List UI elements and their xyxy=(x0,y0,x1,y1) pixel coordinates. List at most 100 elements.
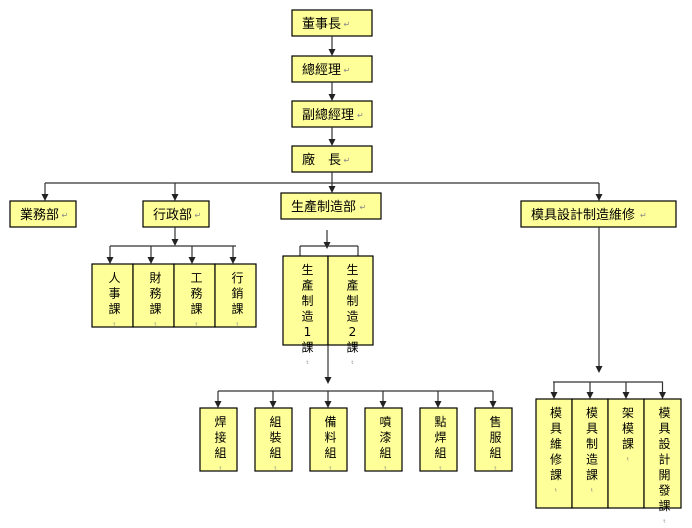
paragraph-mark: ₜ xyxy=(329,463,331,472)
arrow-down-icon xyxy=(379,401,387,408)
group-after-sales-label: 售服組 xyxy=(489,414,501,460)
arrow-down-icon xyxy=(489,401,497,408)
group-painting[interactable]: 噴漆組 ₜ xyxy=(364,407,403,472)
dept-admin[interactable]: 行政部↵ xyxy=(142,200,210,228)
group-after-sales[interactable]: 售服組 ₜ xyxy=(474,407,513,472)
node-chairman-label: 董事長 xyxy=(302,17,341,32)
arrow-down-icon xyxy=(106,257,114,264)
node-chairman[interactable]: 董事長↵ xyxy=(291,9,373,37)
paragraph-mark: ₜ xyxy=(195,319,197,328)
dept-mold-label: 模具設計制造維修 xyxy=(531,207,635,223)
return-mark: ↵ xyxy=(640,211,647,220)
section-hr-box xyxy=(91,263,134,328)
node-deputy-general-manager[interactable]: 副總經理↵ xyxy=(291,100,373,128)
section-hr-label: 人事課 xyxy=(108,271,120,316)
group-painting-box xyxy=(364,407,403,472)
arrow-down-icon xyxy=(328,139,336,146)
arrow-down-icon xyxy=(328,186,336,193)
return-mark: ↵ xyxy=(357,111,364,120)
group-material-prep[interactable]: 備料組 ₜ xyxy=(309,407,348,472)
section-mold-maintenance-label: 模具維修課 xyxy=(550,406,562,482)
group-material-prep-box xyxy=(309,407,348,472)
group-assembly-label: 組裝組 xyxy=(269,415,281,460)
paragraph-mark: ₜ xyxy=(113,319,115,328)
return-mark: ↵ xyxy=(62,211,69,220)
arrow-down-icon xyxy=(328,94,336,101)
node-plant-manager-box xyxy=(291,145,373,173)
section-production-1-box xyxy=(282,255,329,346)
group-assembly[interactable]: 組裝組 ₜ xyxy=(254,407,293,472)
arrow-down-icon xyxy=(328,49,336,56)
paragraph-mark: ₜ xyxy=(219,463,221,472)
return-mark: ↵ xyxy=(344,156,351,165)
paragraph-mark: ₜ xyxy=(384,463,386,472)
arrow-down-icon xyxy=(269,401,277,408)
paragraph-mark: ₜ xyxy=(627,454,629,463)
arrow-down-icon xyxy=(595,194,603,201)
paragraph-mark: ₜ xyxy=(555,485,557,494)
node-general-manager[interactable]: 總經理↵ xyxy=(291,55,373,83)
arrow-down-icon xyxy=(622,392,630,399)
paragraph-mark: ₜ xyxy=(274,463,276,472)
section-mold-design-dev-box xyxy=(643,398,682,509)
group-spot-welding-label: 點焊組 xyxy=(434,415,446,460)
dept-sales[interactable]: 業務部↵ xyxy=(9,200,77,228)
arrow-down-icon xyxy=(550,392,558,399)
arrow-down-icon xyxy=(171,239,179,246)
paragraph-mark: ₜ xyxy=(306,357,308,366)
group-welding-box xyxy=(199,407,238,472)
arrow-down-icon xyxy=(586,392,594,399)
arrow-down-icon xyxy=(659,392,666,399)
dept-admin-label: 行政部 xyxy=(153,208,192,223)
paragraph-mark: ₜ xyxy=(351,357,353,366)
arrow-down-icon xyxy=(434,401,442,408)
section-marketing-box xyxy=(214,263,257,328)
group-spot-welding-box xyxy=(419,407,458,472)
paragraph-mark: ₜ xyxy=(439,463,441,472)
group-painting-label: 噴漆組 xyxy=(379,415,391,460)
arrow-down-icon xyxy=(595,366,603,373)
section-finance-label: 財務課 xyxy=(149,270,161,316)
section-hr[interactable]: 人事課 ₜ xyxy=(91,263,134,328)
section-production-2-box xyxy=(327,255,374,346)
dept-production-label: 生產制造部 xyxy=(291,199,356,215)
section-mold-manufacturing-box xyxy=(571,398,609,509)
arrow-down-icon xyxy=(229,257,237,264)
section-mold-setup-box xyxy=(607,398,645,509)
arrow-down-icon xyxy=(324,377,332,384)
paragraph-mark: ₜ xyxy=(494,463,496,472)
paragraph-mark: ₜ xyxy=(663,516,665,525)
node-deputy-general-manager-label: 副總經理 xyxy=(302,107,354,123)
return-mark: ↵ xyxy=(360,203,367,212)
section-mold-maintenance[interactable]: 模具維修課 ₜ xyxy=(535,398,573,509)
arrow-down-icon xyxy=(147,257,155,264)
dept-sales-box xyxy=(9,200,77,228)
paragraph-mark: ₜ xyxy=(591,485,593,494)
section-engineering-box xyxy=(173,263,216,328)
dept-admin-box xyxy=(142,200,210,228)
dept-mold[interactable]: 模具設計制造維修 ↵ xyxy=(520,200,677,228)
group-material-prep-label: 備料組 xyxy=(324,414,336,460)
section-mold-maintenance-box xyxy=(535,398,573,509)
node-plant-manager[interactable]: 廠 長↵ xyxy=(291,145,373,173)
node-chairman-box xyxy=(291,9,373,37)
group-spot-welding[interactable]: 點焊組 ₜ xyxy=(419,407,458,472)
dept-mold-box xyxy=(520,200,677,228)
arrow-down-icon xyxy=(324,401,332,408)
dept-production[interactable]: 生產制造部 ↵ xyxy=(280,192,382,220)
group-after-sales-box xyxy=(474,407,513,472)
arrow-down-icon xyxy=(171,194,179,201)
return-mark: ↵ xyxy=(344,66,351,75)
